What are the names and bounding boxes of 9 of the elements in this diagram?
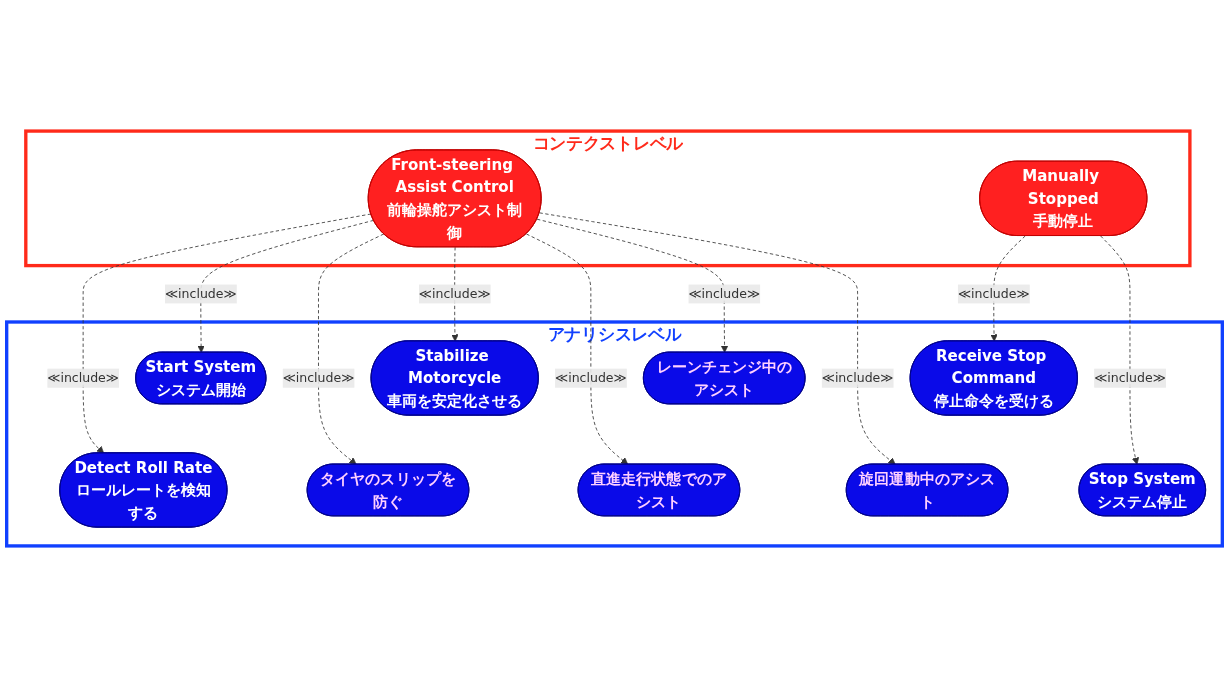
edge-label: ≪include≫ [282, 370, 355, 386]
edge-label: ≪include≫ [957, 286, 1030, 302]
edge-label: ≪include≫ [164, 286, 237, 302]
edge-label: ≪include≫ [821, 370, 894, 386]
edge-label: ≪include≫ [555, 370, 627, 386]
edge-label: ≪include≫ [1094, 370, 1166, 386]
edge-label: ≪include≫ [688, 286, 761, 302]
edge-label: ≪include≫ [418, 286, 491, 302]
edge-label: ≪include≫ [47, 370, 119, 386]
